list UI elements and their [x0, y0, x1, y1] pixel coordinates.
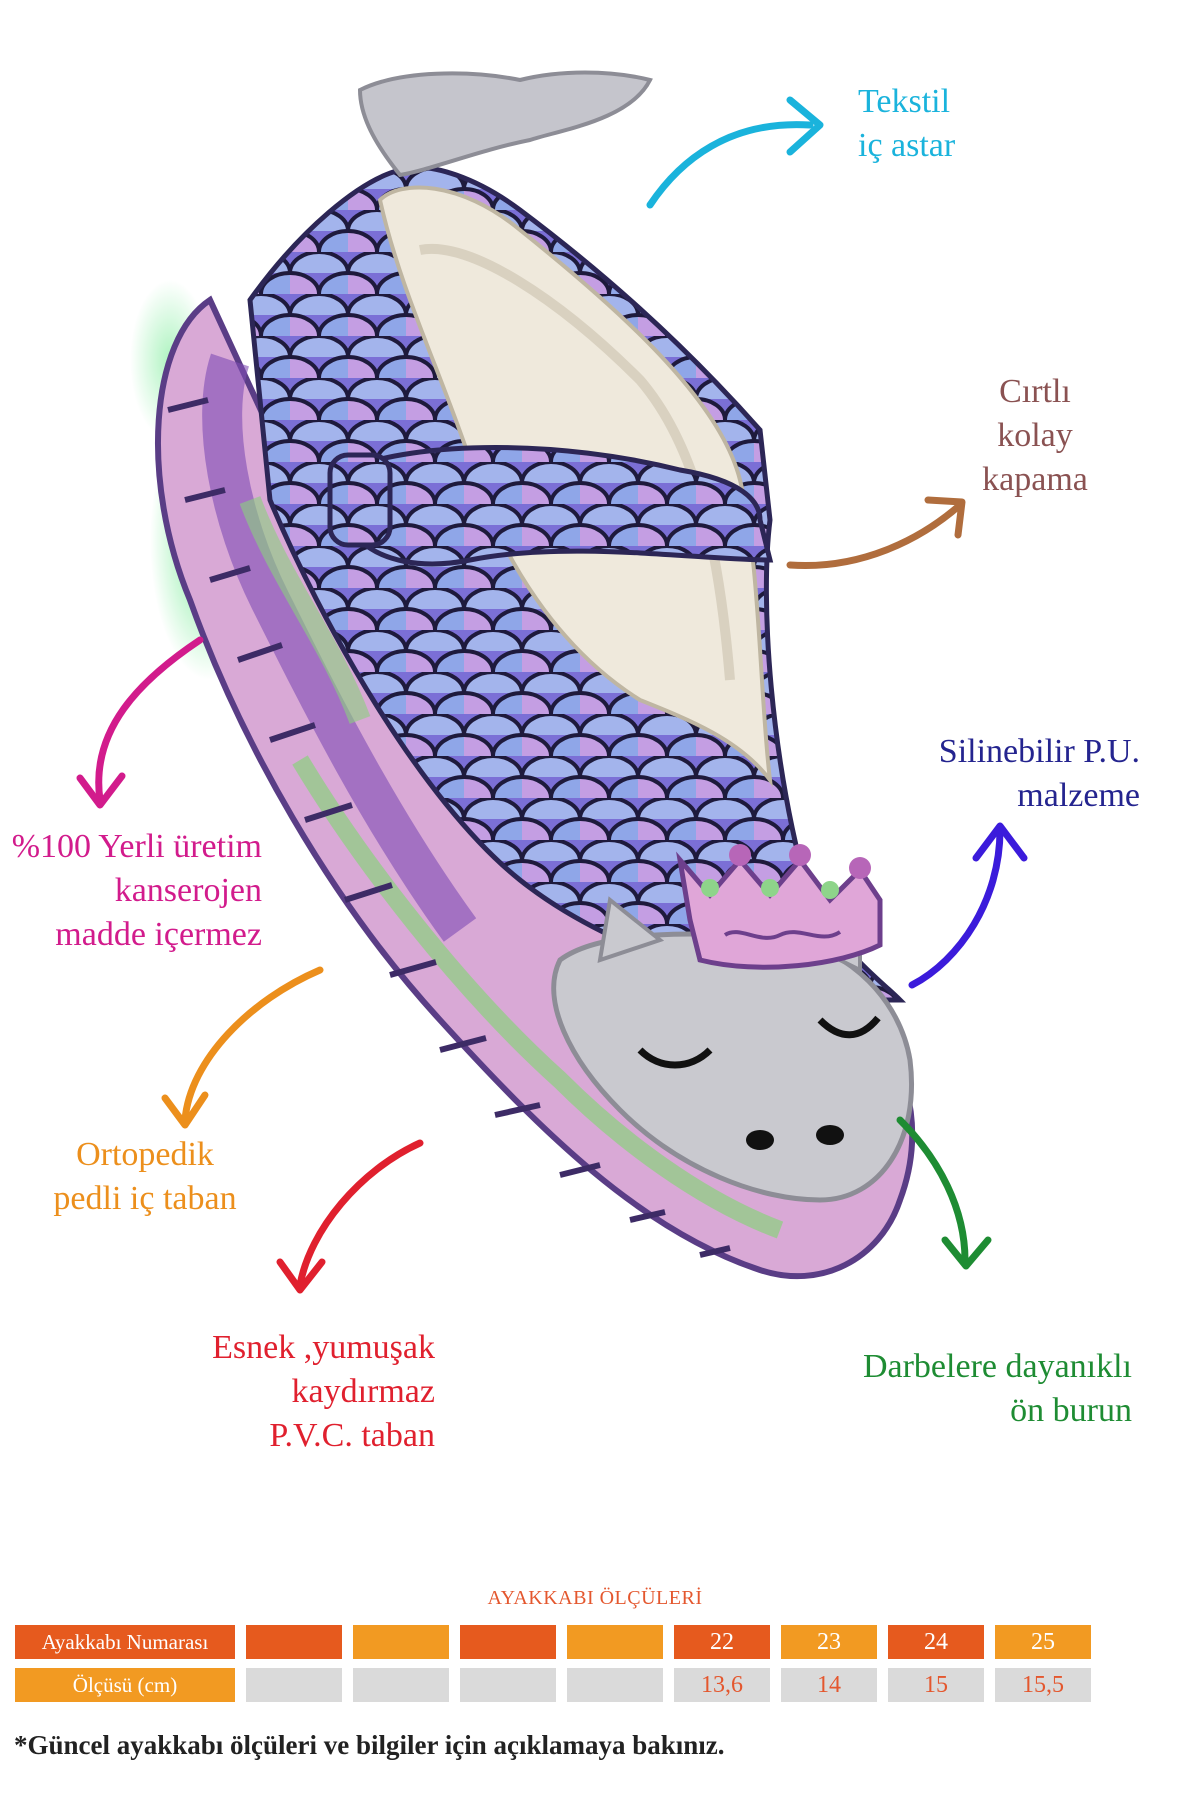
arrow-toe-head: [941, 1236, 992, 1270]
feature-label-insole: Ortopedik pedli iç taban: [53, 1136, 237, 1217]
arrow-sole-head: [276, 1258, 326, 1294]
feature-label-origin: %100 Yerli üretim kanserojen madde içerm…: [11, 828, 262, 953]
arrow-origin-head: [76, 772, 126, 809]
arrow-lining-head: [786, 96, 824, 156]
crown-ornament: [676, 844, 883, 970]
arrow-material-head: [972, 822, 1028, 862]
measure-cell: [353, 1668, 449, 1702]
feature-label-toe: Darbelere dayanıklı ön burun: [862, 1348, 1132, 1429]
feature-label-material: Silinebilir P.U. malzeme: [938, 733, 1140, 814]
size-cell: [353, 1625, 449, 1659]
size-row-label: Ayakkabı Numarası: [15, 1625, 235, 1659]
footnote: *Güncel ayakkabı ölçüleri ve bilgiler iç…: [14, 1730, 725, 1760]
size-cell: 24: [888, 1625, 984, 1659]
measure-row-label: Ölçüsü (cm): [15, 1668, 235, 1702]
measure-cell: 14: [781, 1668, 877, 1702]
size-cell: [567, 1625, 663, 1659]
arrow-closure: [786, 501, 964, 570]
measure-cell: 15,5: [995, 1668, 1091, 1702]
arrow-lining: [646, 121, 814, 209]
feature-label-closure: Cırtlı kolay kapama: [982, 373, 1088, 498]
arrow-toe: [896, 1116, 969, 1264]
size-table-title: AYAKKABI ÖLÇÜLERİ: [487, 1587, 703, 1609]
size-cell: 25: [995, 1625, 1091, 1659]
size-cell: [460, 1625, 556, 1659]
measure-cell: [567, 1668, 663, 1702]
size-row: Ayakkabı Numarası 22 23 24 25: [15, 1625, 1091, 1659]
arrow-insole-head: [161, 1091, 209, 1129]
arrow-insole: [181, 966, 324, 1124]
measure-cell: [246, 1668, 342, 1702]
measure-cell: 13,6: [674, 1668, 770, 1702]
size-cell: 22: [674, 1625, 770, 1659]
feature-label-sole: Esnek ,yumuşak kaydırmaz P.V.C. taban: [212, 1329, 435, 1454]
arrow-material: [908, 826, 1004, 989]
arrow-origin: [95, 636, 204, 804]
size-cell: 23: [781, 1625, 877, 1659]
measure-cell: 15: [888, 1668, 984, 1702]
arrow-sole: [296, 1139, 424, 1289]
measure-cell: [460, 1668, 556, 1702]
measure-row: Ölçüsü (cm) 13,6 14 15 15,5: [15, 1668, 1091, 1702]
feature-label-lining: Tekstil iç astar: [858, 83, 956, 164]
arrow-closure-head: [924, 496, 966, 539]
size-cell: [246, 1625, 342, 1659]
